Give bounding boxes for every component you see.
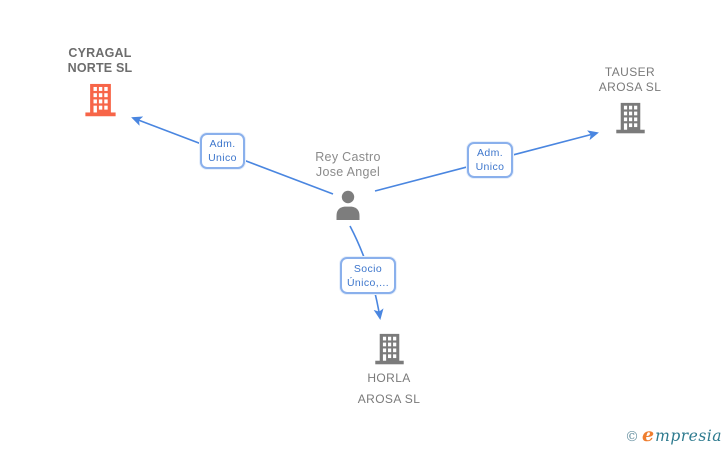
company-name-line2: AROSA SL <box>598 80 662 94</box>
company-node-horla-arosa-sl[interactable]: HORLA AROSA SL <box>326 333 452 407</box>
empresia-logo-initial: e <box>642 424 655 446</box>
person-name-line1: Rey Castro <box>315 150 381 164</box>
copyright-icon: © <box>625 429 640 445</box>
person-node-rey-castro-jose-angel[interactable]: Rey Castro Jose Angel <box>284 150 412 220</box>
company-node-tauser-arosa-sl[interactable]: TAUSER AROSA SL <box>566 65 694 134</box>
edge-label-line2: Unico <box>208 152 237 164</box>
person-name-line2: Jose Angel <box>315 165 381 179</box>
edge-label-line2: Unico <box>475 161 505 173</box>
building-icon-gray[interactable] <box>374 333 405 365</box>
company-name-line1: CYRAGAL <box>68 46 132 60</box>
edge-label-line1: Adm. <box>209 138 236 150</box>
building-icon-orange[interactable] <box>84 83 117 117</box>
edge-label-line2: Único,... <box>346 276 390 289</box>
company-node-cyragal-norte-sl[interactable]: CYRAGAL NORTE SL <box>36 46 164 117</box>
edge-label-socio-unico: Socio Único,... <box>340 257 396 294</box>
company-name-line2: AROSA SL <box>357 392 421 406</box>
empresia-logo[interactable]: © e mpresia <box>625 424 722 446</box>
edge-label-adm-unico-left: Adm. Unico <box>200 133 245 169</box>
company-name-line1: HORLA <box>367 371 411 385</box>
empresia-logo-text: mpresia <box>655 427 722 445</box>
edge-label-adm-unico-right: Adm. Unico <box>467 142 513 178</box>
edge-label-line1: Adm. <box>476 147 504 159</box>
building-icon-gray[interactable] <box>615 102 646 134</box>
company-name-line2: NORTE SL <box>67 61 133 75</box>
edge-label-line1: Socio <box>353 262 383 275</box>
person-icon[interactable] <box>334 190 362 220</box>
company-name-line1: TAUSER <box>604 65 656 79</box>
